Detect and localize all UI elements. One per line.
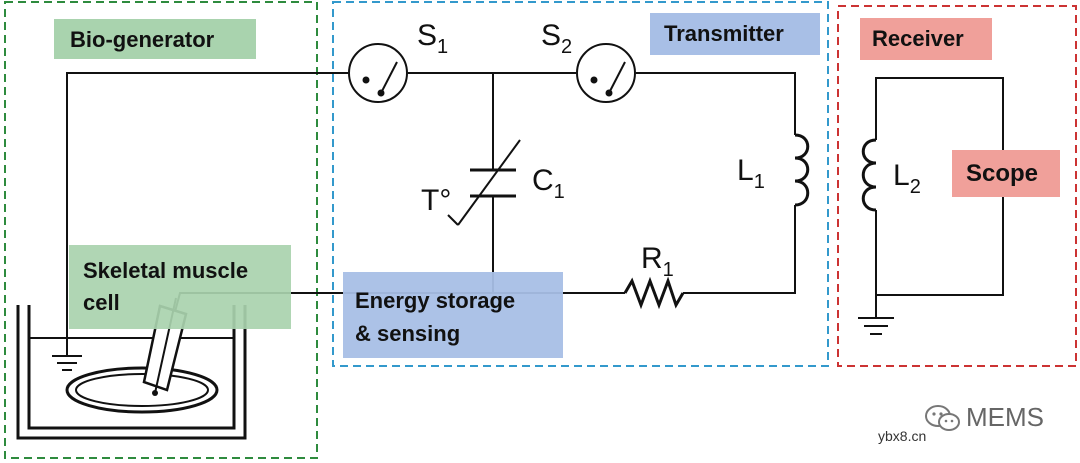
label-s2: S2 [541, 19, 572, 58]
transmitter-text: Transmitter [664, 21, 784, 46]
label-c1: C1 [532, 164, 565, 203]
wire-top-left [66, 72, 348, 338]
ground-bath [52, 338, 82, 371]
label-l2: L2 [893, 159, 921, 198]
inductor-l2 [861, 138, 877, 212]
culture-bath [16, 305, 247, 440]
watermark-brand: MEMS [966, 402, 1044, 432]
bio-generator-frame [4, 1, 318, 459]
label-l1: L1 [737, 154, 765, 193]
ground-receiver [858, 295, 894, 335]
label-temperature: T° [421, 184, 451, 217]
receiver-title: Receiver [860, 18, 992, 60]
skeletal-line-1: Skeletal muscle [83, 258, 249, 283]
wechat-icon [925, 405, 960, 431]
transmitter-frame [332, 1, 829, 367]
receiver-frame [837, 5, 1077, 367]
wire-top-right [636, 72, 796, 135]
receiver-loop-top [875, 77, 1004, 150]
skeletal-muscle-box: Skeletal muscle cell [69, 245, 291, 329]
bio-generator-title: Bio-generator [54, 19, 256, 59]
scope-box: Scope [952, 150, 1060, 197]
receiver-loop-bottom [875, 197, 1004, 296]
watermark: MEMS ybx8.cn [878, 400, 1070, 455]
scope-text: Scope [966, 160, 1039, 187]
switch-s2 [576, 43, 636, 103]
energy-line-1: Energy storage [355, 288, 516, 313]
label-s1: S1 [417, 19, 448, 58]
transmitter-title: Transmitter [650, 13, 820, 55]
wire-l1-to-r1 [683, 205, 796, 294]
bio-generator-text: Bio-generator [70, 27, 215, 52]
capacitor-c1 [447, 139, 521, 226]
skeletal-line-2: cell [83, 290, 120, 315]
label-r1: R1 [641, 242, 674, 281]
receiver-text: Receiver [872, 26, 964, 51]
watermark-site: ybx8.cn [878, 428, 927, 444]
inductor-l1 [794, 133, 810, 207]
resistor-r1 [623, 276, 685, 310]
switch-s1 [348, 43, 408, 103]
energy-line-2: & sensing [355, 321, 461, 346]
energy-storage-box: Energy storage & sensing [343, 272, 563, 358]
